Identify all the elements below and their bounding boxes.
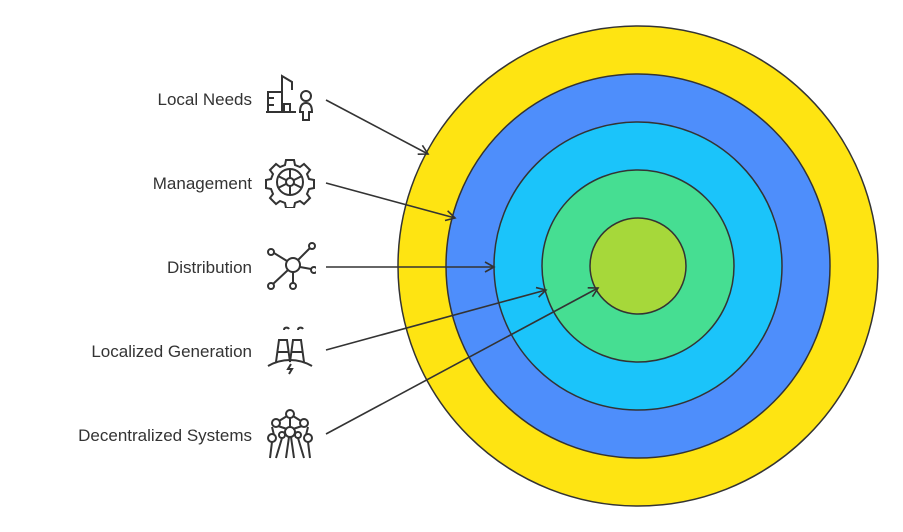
- arrow-local-needs: [325, 99, 430, 156]
- label-distribution: Distribution: [166, 258, 252, 277]
- label-localized-generation: Localized Generation: [91, 342, 252, 361]
- label-local-needs: Local Needs: [157, 90, 252, 109]
- power-plant-icon: [267, 326, 313, 375]
- label-decentralized-systems: Decentralized Systems: [78, 426, 252, 445]
- label-management: Management: [152, 174, 252, 193]
- arrow-decentralized-systems: [325, 287, 600, 435]
- arrow-localized-generation: [325, 286, 548, 351]
- arrow-management: [325, 182, 457, 222]
- core-decentralized-systems: [589, 217, 687, 315]
- network-hub-icon: [267, 242, 316, 290]
- atomium-network-icon: [267, 409, 313, 459]
- building-person-icon: [266, 74, 314, 121]
- gear-wheel-icon: [265, 159, 315, 208]
